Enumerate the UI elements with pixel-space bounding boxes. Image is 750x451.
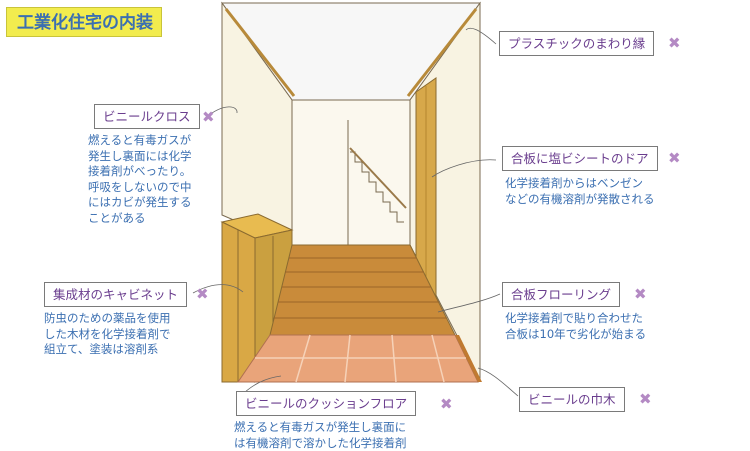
- label-laminated-cabinet: 集成材のキャビネット: [44, 282, 187, 307]
- desc-line: 燃えると有毒ガスが発生し裏面に: [234, 420, 407, 436]
- desc-line: 合板は10年で劣化が始まる: [505, 327, 646, 343]
- desc-line: 接着剤がべったり。: [88, 164, 192, 180]
- label-vinyl-cloth: ビニールクロス: [94, 104, 200, 129]
- desc-line: した木材を化学接着剤で: [44, 327, 171, 343]
- desc-line: 呼吸をしないので中: [88, 180, 192, 196]
- desc-line: 発生し裏面には化学: [88, 149, 192, 165]
- desc-line: 燃えると有毒ガスが: [88, 133, 192, 149]
- x-mark-icon: ✖: [668, 151, 681, 166]
- x-mark-icon: ✖: [668, 36, 681, 51]
- x-mark-icon: ✖: [196, 287, 209, 302]
- desc-cushion-floor: 燃えると有毒ガスが発生し裏面に は有機溶剤で溶かした化学接着剤: [234, 420, 407, 451]
- x-mark-icon: ✖: [639, 392, 652, 407]
- desc-line: ことがある: [88, 211, 192, 227]
- desc-line: にはカビが発生する: [88, 195, 192, 211]
- desc-line: 化学接着剤で貼り合わせた: [505, 311, 646, 327]
- x-mark-icon: ✖: [634, 287, 647, 302]
- label-plywood-flooring: 合板フローリング: [502, 282, 620, 307]
- desc-laminated-cabinet: 防虫のための薬品を使用 した木材を化学接着剤で 組立て、塗装は溶剤系: [44, 311, 171, 358]
- label-pvc-door: 合板に塩ビシートのドア: [502, 146, 658, 171]
- desc-line: 組立て、塗装は溶剤系: [44, 342, 171, 358]
- x-mark-icon: ✖: [440, 397, 453, 412]
- desc-plywood-flooring: 化学接着剤で貼り合わせた 合板は10年で劣化が始まる: [505, 311, 646, 342]
- label-cushion-floor: ビニールのクッションフロア: [236, 391, 416, 416]
- back-wall: [292, 100, 410, 245]
- label-vinyl-baseboard: ビニールの巾木: [519, 387, 625, 412]
- desc-line: 防虫のための薬品を使用: [44, 311, 171, 327]
- x-mark-icon: ✖: [202, 110, 215, 125]
- desc-line: 化学接着剤からはベンゼン: [505, 176, 655, 192]
- desc-vinyl-cloth: 燃えると有毒ガスが 発生し裏面には化学 接着剤がべったり。 呼吸をしないので中 …: [88, 133, 192, 226]
- desc-pvc-door: 化学接着剤からはベンゼン などの有機溶剤が発散される: [505, 176, 655, 207]
- desc-line: は有機溶剤で溶かした化学接着剤: [234, 436, 407, 451]
- desc-line: などの有機溶剤が発散される: [505, 192, 655, 208]
- label-plastic-trim: プラスチックのまわり縁: [499, 31, 654, 56]
